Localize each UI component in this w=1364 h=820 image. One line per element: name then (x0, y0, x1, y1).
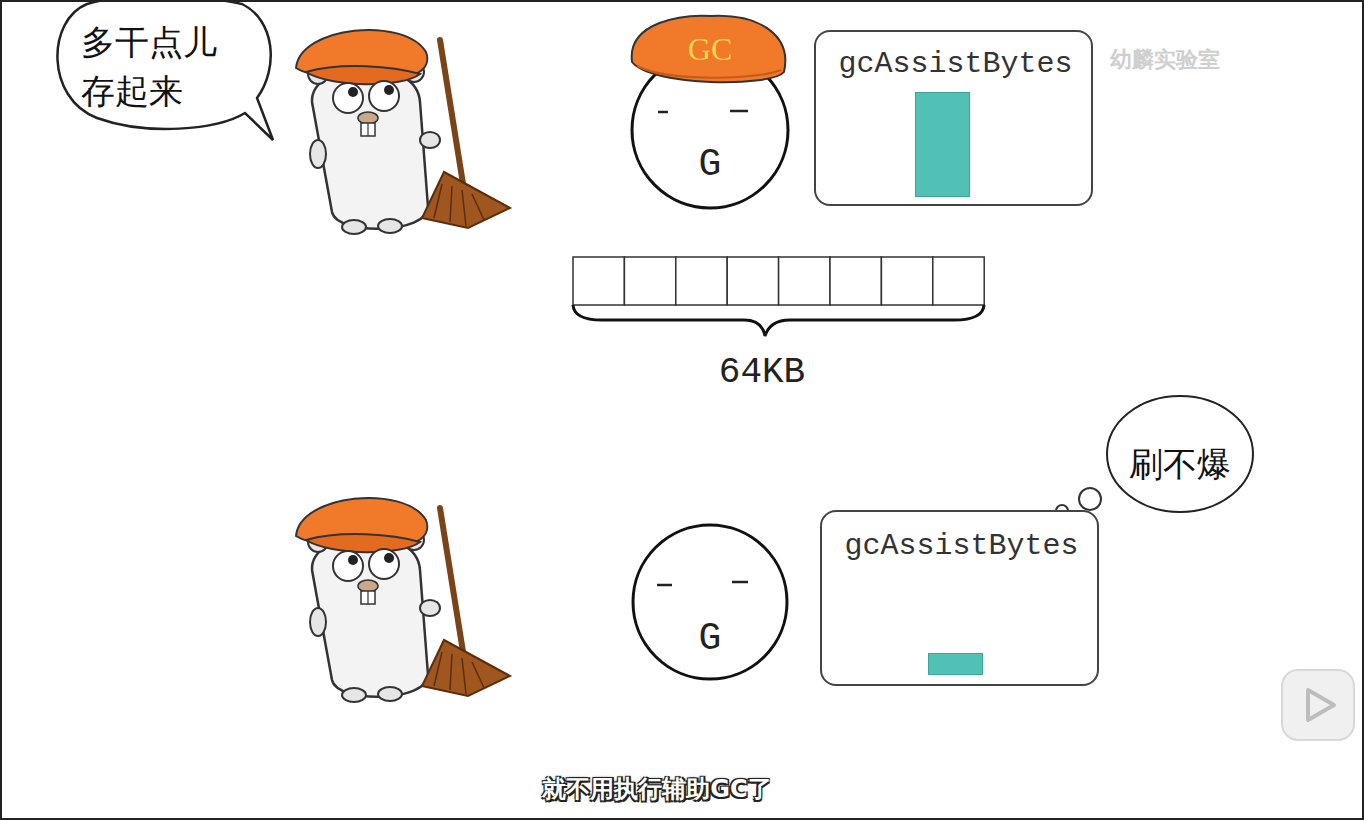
gopher-sweeper (296, 498, 510, 702)
thought-dot (1079, 488, 1101, 510)
speech-bubble: 多干点儿 存起来 (47, 0, 275, 143)
bubble-outline (57, 0, 273, 140)
value-bar (928, 653, 983, 675)
size-label: 64KB (662, 350, 862, 395)
thought-bubble: 刷不爆 (1105, 394, 1255, 514)
face-eye (658, 111, 668, 114)
hat-brim (637, 66, 781, 78)
counter-name: gcAssistBytes (816, 46, 1095, 82)
goroutine-label: G (630, 618, 790, 660)
play-button (1282, 670, 1354, 740)
goroutine-circle: GC G (629, 10, 791, 212)
watermark: 幼麟实验室 (1110, 46, 1290, 74)
speech-text: 多干点儿 存起来 (81, 18, 231, 117)
counter-box: gcAssistBytes (814, 30, 1093, 206)
face-eye (732, 581, 748, 584)
face-eye (657, 584, 672, 587)
face-eye (730, 110, 748, 113)
counter-name: gcAssistBytes (822, 528, 1101, 564)
value-bar (915, 92, 970, 197)
subtitle: 就不用执行辅助GC了 (457, 774, 857, 804)
goroutine-circle: G (630, 522, 790, 682)
hat-label: GC (629, 32, 791, 67)
memory-array (573, 257, 984, 305)
goroutine-label: G (629, 144, 791, 186)
counter-box: gcAssistBytes (820, 510, 1099, 686)
size-brace (573, 305, 984, 336)
gopher-sweeper (296, 30, 510, 234)
thought-text: 刷不爆 (1105, 444, 1255, 485)
